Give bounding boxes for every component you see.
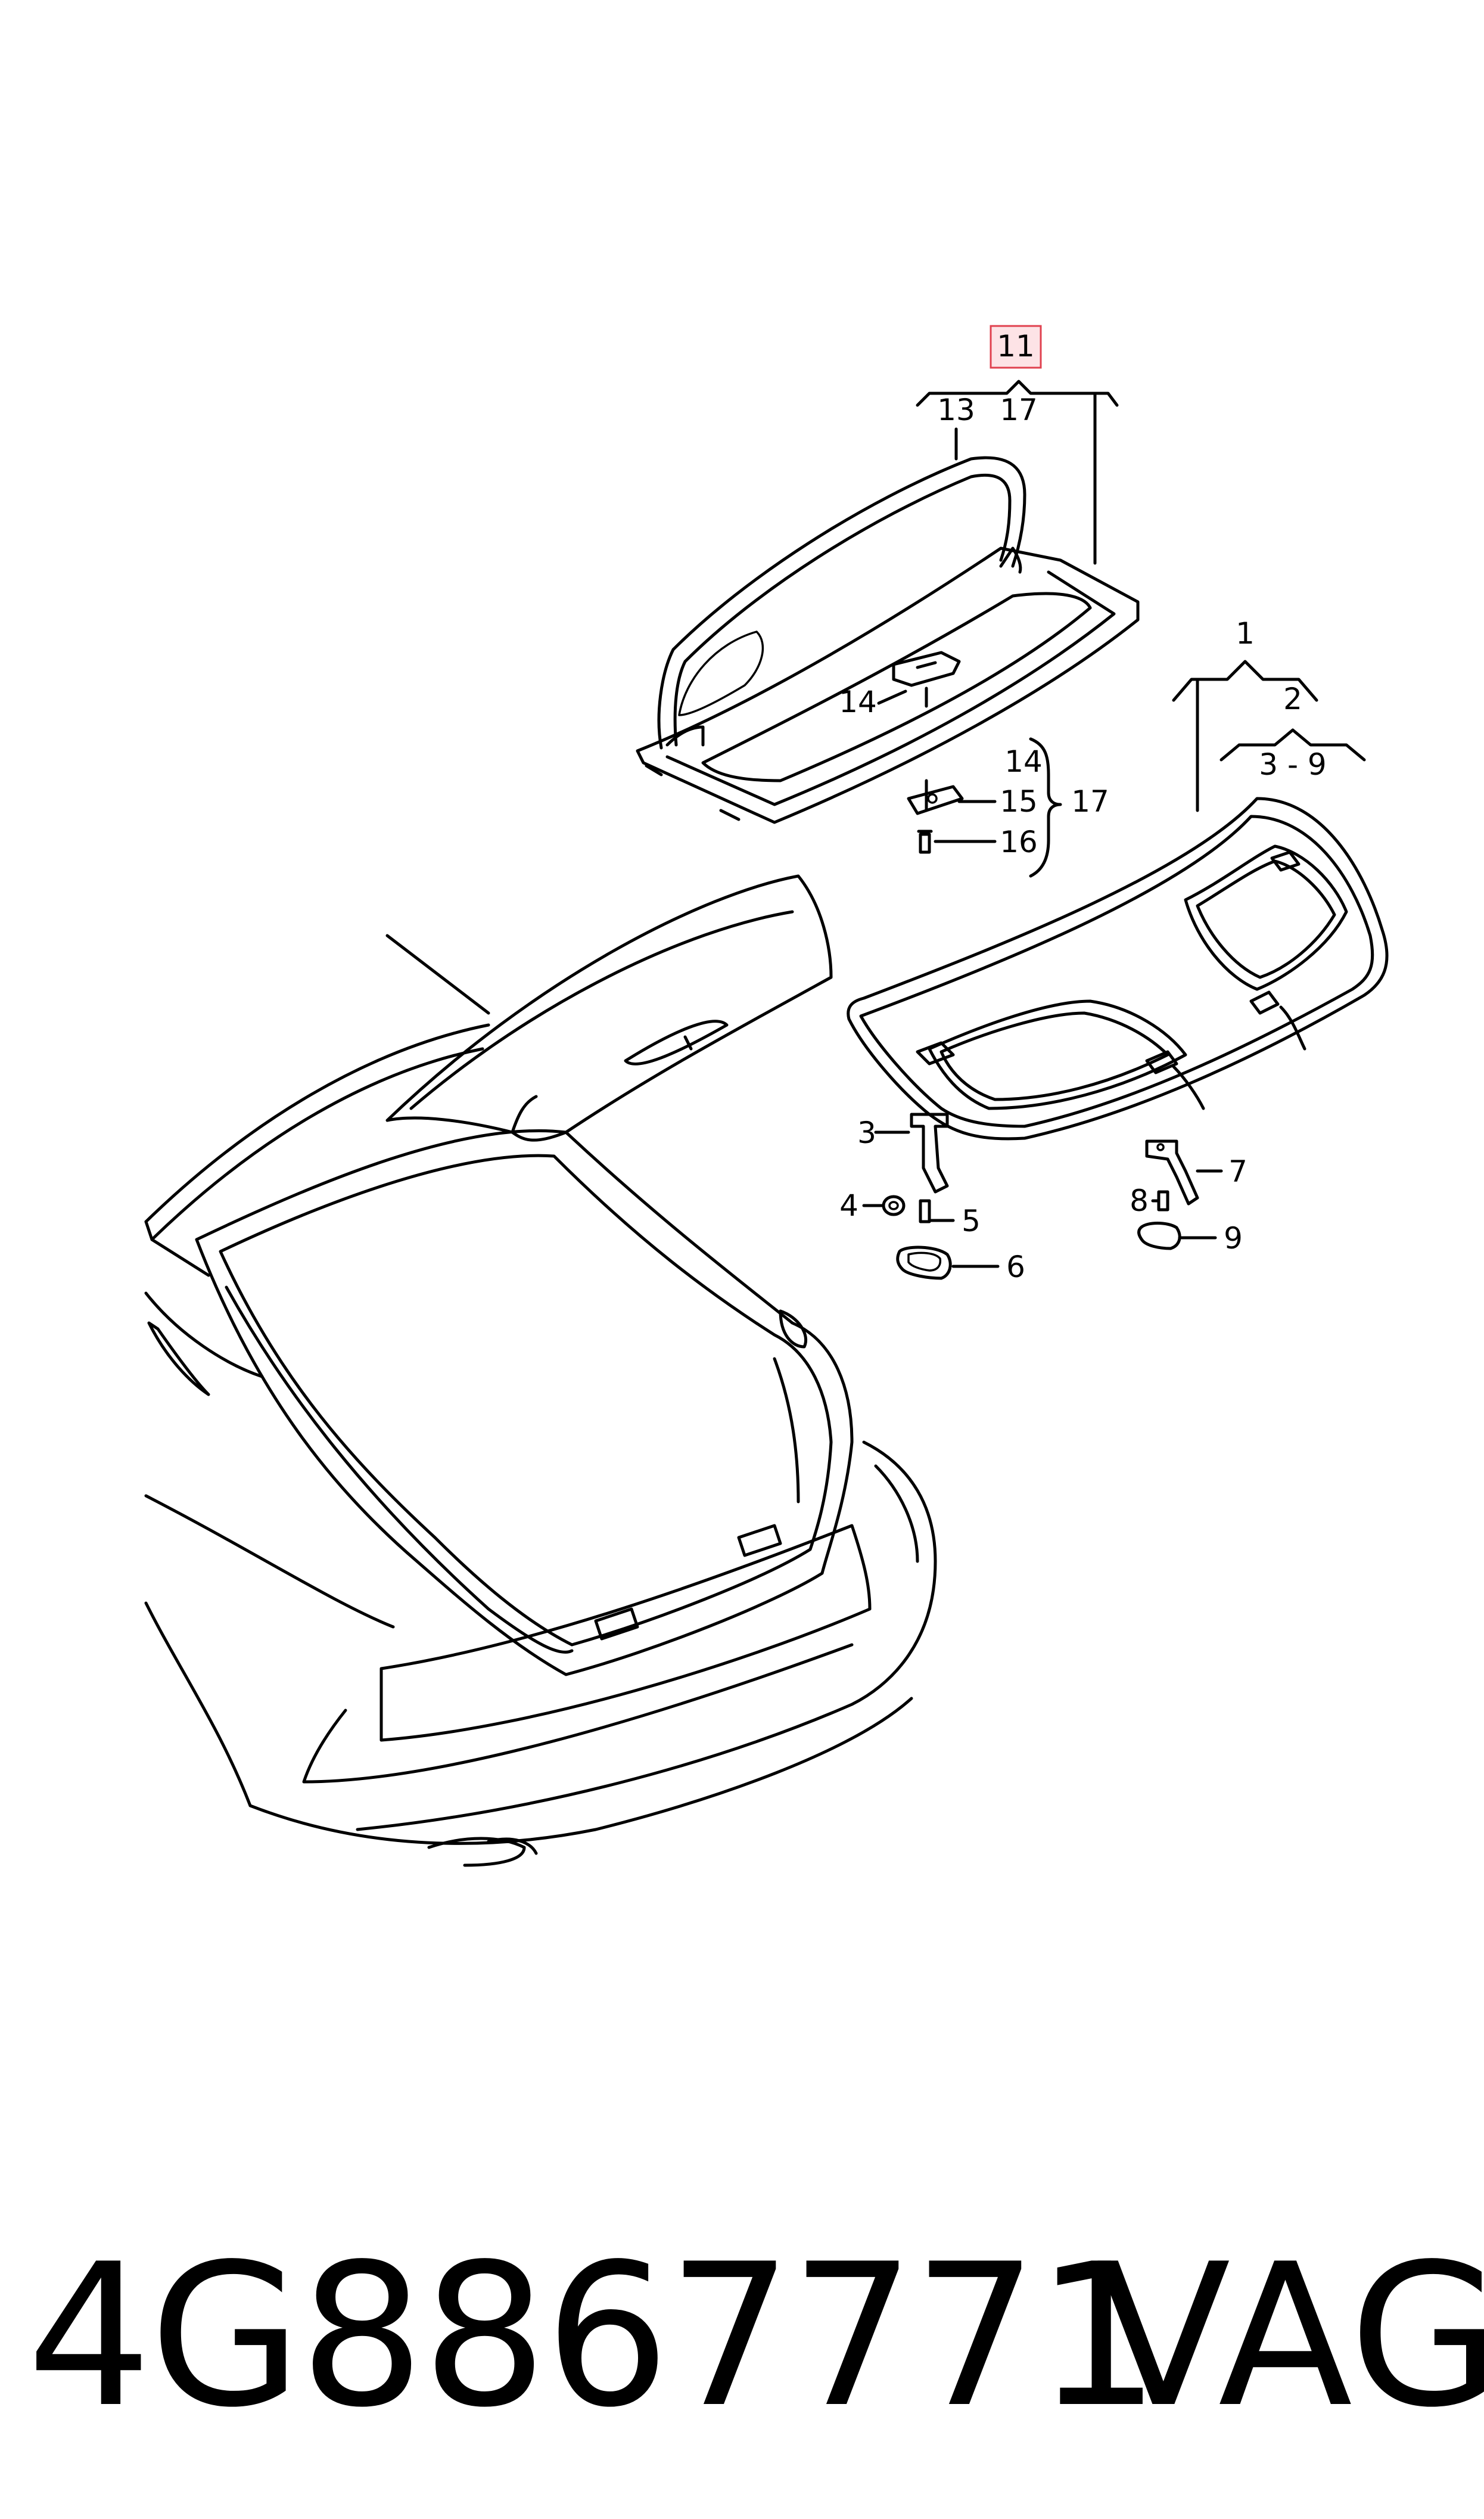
callout-5: 5: [962, 1204, 981, 1238]
callout-14: 14: [1004, 744, 1043, 779]
callout-17-top: 17: [1000, 393, 1038, 427]
footer: 4G8867771 VAG: [0, 2205, 1484, 2467]
part-number: 4G8867771: [27, 2222, 1161, 2450]
callout-13: 13: [937, 393, 975, 427]
boot-cover-panel-illustration: [847, 797, 1389, 1141]
car-rear-illustration: [144, 874, 937, 1867]
small-parts-illustration: [882, 785, 1199, 1280]
callout-3: 3: [857, 1116, 876, 1150]
callout-11: 11: [997, 329, 1035, 364]
callout-16: 16: [1000, 825, 1038, 859]
callout-3-9: 3 - 9: [1259, 747, 1326, 782]
callout-17-right: 17: [1071, 784, 1109, 819]
callout-1: 1: [1236, 616, 1255, 651]
callout-7: 7: [1228, 1154, 1247, 1189]
brand-label: VAG: [1096, 2222, 1484, 2450]
callout-4: 4: [839, 1188, 858, 1223]
callout-labels: 11 13 17 14 14 15 16 17 1 2 3 - 9 3 4 5 …: [839, 325, 1327, 1284]
callout-leaders: [862, 380, 1366, 1268]
callout-14-tray: 14: [839, 685, 877, 719]
callout-9: 9: [1224, 1221, 1243, 1256]
callout-2: 2: [1283, 682, 1302, 716]
wind-deflector-illustration: [636, 456, 1140, 824]
highlight-box-11: [990, 325, 1042, 369]
callout-6: 6: [1006, 1250, 1025, 1284]
callout-8: 8: [1130, 1184, 1149, 1218]
callout-15: 15: [1000, 784, 1038, 819]
